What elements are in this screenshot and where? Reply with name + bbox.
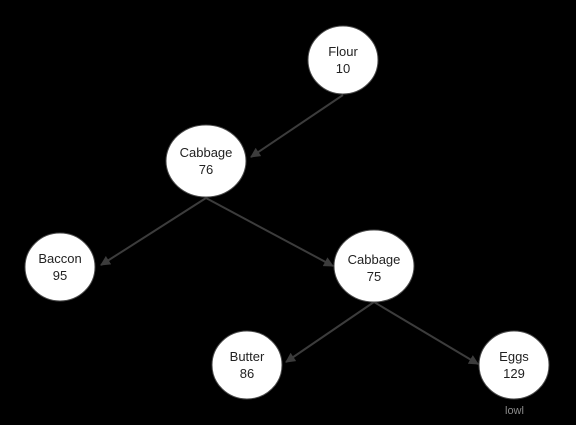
node-label: Eggs <box>499 349 529 364</box>
node-circle <box>478 330 550 400</box>
edge-cabbage-75-to-butter <box>285 301 375 363</box>
node-flour: Flour 10 <box>307 25 379 95</box>
node-label: Butter <box>230 349 265 364</box>
node-value: 10 <box>336 61 350 76</box>
nodes-layer: Flour 10 Cabbage 76 Baccon 95 Cabbage 75… <box>24 25 550 400</box>
edges-layer <box>100 94 479 365</box>
node-cabbage-76: Cabbage 76 <box>165 124 247 198</box>
node-value: 76 <box>199 162 213 177</box>
node-label: Cabbage <box>348 252 401 267</box>
node-eggs: Eggs 129 <box>478 330 550 400</box>
node-label: Cabbage <box>180 145 233 160</box>
node-label: Baccon <box>38 251 81 266</box>
node-circle <box>165 124 247 198</box>
edge-cabbage-76-to-cabbage-75 <box>205 197 334 267</box>
edge-cabbage-76-to-bacon <box>100 197 207 266</box>
node-circle <box>24 232 96 302</box>
node-bacon: Baccon 95 <box>24 232 96 302</box>
node-circle <box>333 229 415 303</box>
node-value: 75 <box>367 269 381 284</box>
watermark-text: lowl <box>505 405 524 417</box>
node-butter: Butter 86 <box>211 330 283 400</box>
node-value: 86 <box>240 366 254 381</box>
edge-cabbage-75-to-eggs <box>373 301 479 365</box>
node-circle <box>211 330 283 400</box>
node-value: 95 <box>53 268 67 283</box>
node-cabbage-75: Cabbage 75 <box>333 229 415 303</box>
node-label: Flour <box>328 44 358 59</box>
node-circle <box>307 25 379 95</box>
edge-flour-to-cabbage-76 <box>250 94 344 158</box>
node-value: 129 <box>503 366 525 381</box>
